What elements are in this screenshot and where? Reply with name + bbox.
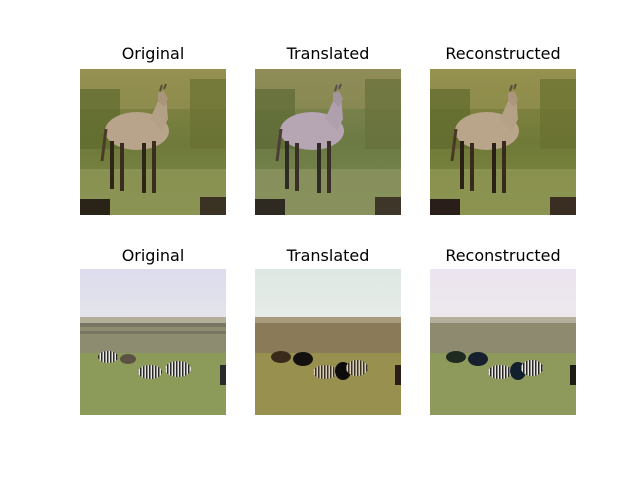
horse-translated-image — [255, 69, 401, 215]
zebra-scene — [80, 269, 226, 415]
panel-title-row1-original: Original — [121, 44, 185, 63]
horse-scene — [80, 69, 226, 215]
panel-title-row1-reconstructed: Reconstructed — [445, 44, 561, 63]
zebra-scene — [430, 269, 576, 415]
zebras-reconstructed-image — [430, 269, 576, 415]
panel-title-row1-translated: Translated — [286, 44, 370, 63]
horse-reconstructed-image — [430, 69, 576, 215]
horse-original-image — [80, 69, 226, 215]
zebras-translated-image — [255, 269, 401, 415]
panel-title-row2-translated: Translated — [286, 246, 370, 265]
panel-title-row2-original: Original — [121, 246, 185, 265]
zebra-scene — [255, 269, 401, 415]
zebras-original-image — [80, 269, 226, 415]
horse-scene — [255, 69, 401, 215]
horse-scene — [430, 69, 576, 215]
panel-title-row2-reconstructed: Reconstructed — [445, 246, 561, 265]
